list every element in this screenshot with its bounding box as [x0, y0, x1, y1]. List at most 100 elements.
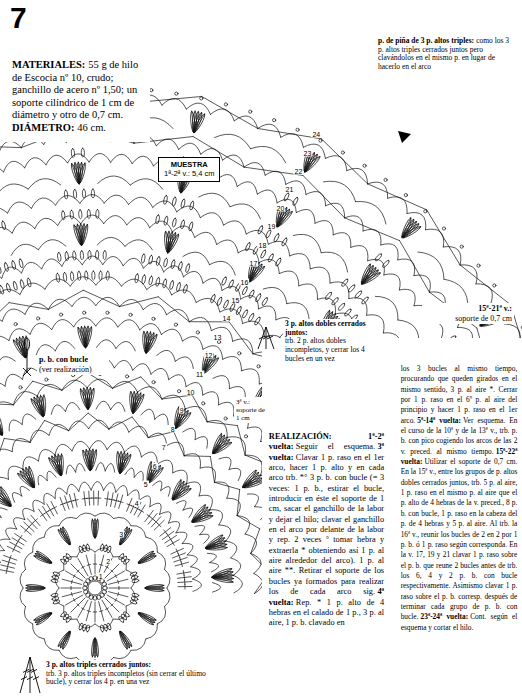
picot — [273, 119, 276, 122]
chain-arc — [0, 303, 48, 330]
loop-stitch — [366, 397, 375, 405]
stitch-mark — [249, 266, 264, 281]
loop-stitch — [163, 258, 168, 267]
chain-arc — [0, 382, 5, 415]
chain-line — [192, 395, 207, 422]
loop-stitch — [221, 276, 227, 286]
loop-stitch — [142, 275, 147, 284]
chain-line — [251, 529, 260, 554]
round-number: 1 — [98, 573, 104, 580]
chain-line — [0, 303, 9, 330]
loop-symbol — [23, 368, 31, 376]
loop-stitch — [148, 255, 153, 264]
chain-arc — [293, 234, 321, 252]
loop-stitch — [155, 277, 160, 286]
chain-line — [184, 455, 210, 457]
stitch-mark — [62, 592, 81, 597]
stitch-mark — [120, 631, 127, 649]
loop-stitch — [347, 405, 356, 413]
chain-arc — [22, 414, 35, 425]
cluster-stitch — [34, 552, 52, 565]
chain-arc — [210, 563, 219, 572]
chain-arc — [153, 481, 162, 491]
stitch-mark — [171, 548, 184, 554]
stitch-mark — [138, 613, 154, 623]
chain-arc — [207, 420, 246, 455]
loop-stitch — [61, 211, 65, 220]
body-text: Clavar 1 p. raso en el 1er arco, hacer 1… — [269, 452, 384, 596]
loop-stitch — [100, 625, 104, 632]
cluster-stitch — [93, 519, 99, 538]
loop-stitch — [386, 483, 396, 489]
stitch-mark — [176, 413, 191, 428]
loop-stitch — [91, 189, 94, 198]
chain-arc — [141, 452, 172, 473]
cluster-stitch — [24, 467, 36, 488]
cluster-stitch — [428, 344, 446, 362]
loop-stitch — [254, 316, 261, 325]
stitch-mark — [127, 498, 132, 511]
cluster-stitch — [80, 224, 90, 246]
chain-arc — [207, 553, 216, 562]
chain-arc — [157, 350, 176, 361]
body-text: (ver realización) — [39, 365, 92, 374]
chain-stitch — [102, 582, 106, 586]
stitch-mark — [34, 613, 52, 620]
cluster-stitch — [35, 395, 45, 417]
picot — [341, 151, 344, 154]
picot — [152, 317, 155, 320]
stitch-mark — [118, 501, 123, 502]
loop-stitch — [180, 220, 185, 229]
loop-stitch — [255, 293, 262, 302]
chain-line — [109, 417, 132, 429]
text-paragraph: trb. 2 p. altos dobles incompletos, y ce… — [285, 337, 375, 363]
loop-stitch — [60, 611, 67, 618]
loop-stitch — [235, 306, 242, 315]
stitch-mark — [86, 555, 91, 574]
text-paragraph: los 3 bucles al mismo tiempo, procurando… — [401, 363, 518, 632]
stitch-mark — [71, 586, 72, 589]
loop-stitch — [382, 259, 390, 268]
stitch-mark — [115, 494, 118, 508]
stitch-mark — [93, 564, 96, 565]
stitch-mark — [109, 499, 114, 501]
cluster-stitch — [205, 542, 227, 550]
loop-stitch — [374, 253, 382, 262]
chain-arc — [42, 256, 124, 269]
cluster-stitch — [192, 113, 206, 134]
round-number: 14 — [222, 315, 232, 322]
cluster-stitch — [174, 411, 192, 429]
chain-arc — [375, 296, 398, 320]
cluster-stitch — [428, 347, 448, 362]
stitch-mark — [93, 611, 96, 612]
chain-stitch — [84, 582, 88, 586]
chain-arc — [0, 438, 30, 463]
heading-text: DIÁMETRO: — [12, 122, 74, 133]
loop-stitch — [283, 192, 290, 201]
stitch-mark — [100, 610, 103, 612]
chain-arc — [263, 287, 287, 303]
loop-stitch — [409, 351, 418, 359]
loop-stitch — [390, 360, 399, 368]
chain-arc — [55, 548, 135, 628]
cluster-stitch — [206, 546, 228, 551]
chain-arc — [199, 495, 223, 525]
chain-arc — [28, 179, 60, 190]
loop-stitch — [348, 284, 356, 293]
chain-arc — [356, 201, 386, 224]
loop-stitch — [178, 261, 183, 271]
stitch-mark — [167, 540, 179, 547]
chain-arc — [111, 402, 125, 411]
chain-arc — [125, 468, 134, 477]
stitch-mark — [175, 562, 188, 566]
picot — [477, 264, 480, 267]
stitch-mark — [111, 604, 113, 606]
cluster-stitch — [144, 333, 158, 354]
chain-line — [427, 210, 460, 265]
cluster-stitch — [145, 586, 164, 592]
chain-arc — [0, 323, 52, 349]
loop-stitch — [70, 210, 74, 219]
chain-arc — [129, 197, 224, 225]
round-number: 21 — [285, 186, 295, 193]
stitch-mark — [87, 610, 90, 612]
